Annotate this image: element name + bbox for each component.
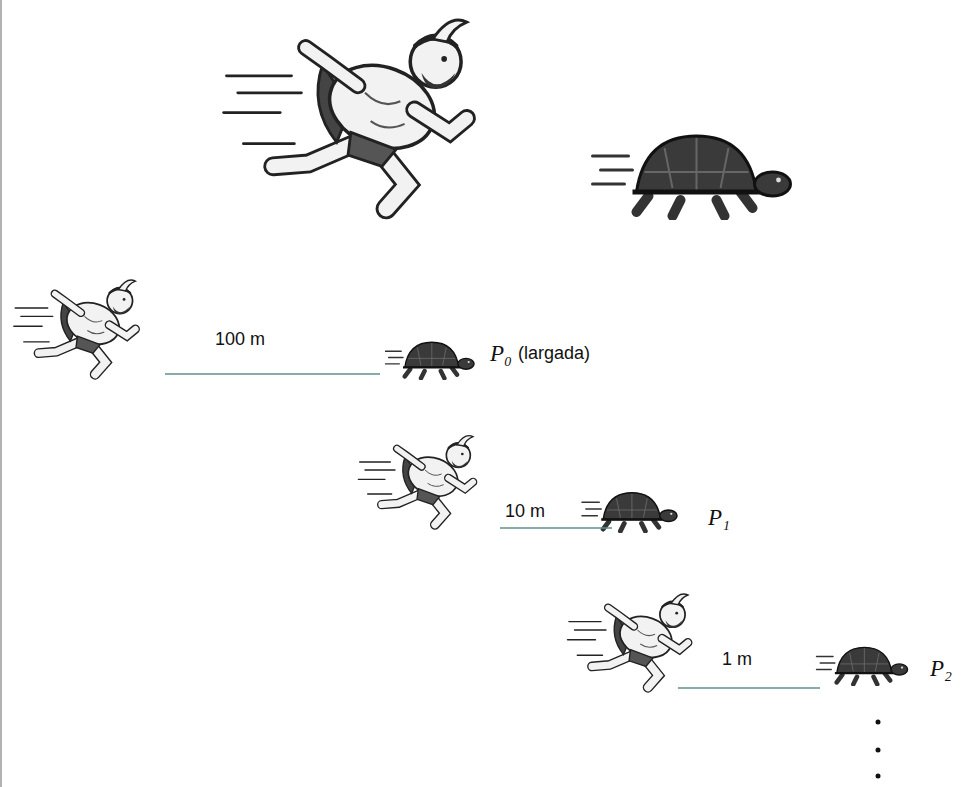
point-label: P₀ bbox=[490, 341, 512, 366]
distance-line bbox=[165, 373, 380, 374]
tortoise bbox=[593, 136, 791, 216]
achilles bbox=[14, 280, 136, 374]
distance-label: 100 m bbox=[215, 330, 265, 350]
achilles bbox=[224, 20, 467, 209]
tortoise bbox=[817, 647, 908, 684]
distance-label: 1 m bbox=[722, 650, 752, 670]
frame-line bbox=[0, 0, 2, 787]
distance-label: 10 m bbox=[505, 502, 545, 522]
continuation-dot bbox=[876, 748, 881, 753]
point-label: P₁ bbox=[708, 505, 730, 530]
distance-line bbox=[500, 527, 612, 528]
achilles bbox=[358, 436, 473, 525]
continuation-dot bbox=[876, 720, 881, 725]
tortoise bbox=[582, 493, 677, 531]
distance-line bbox=[678, 687, 820, 688]
achilles bbox=[568, 594, 688, 687]
start-note: (largada) bbox=[518, 344, 590, 364]
continuation-dot bbox=[876, 774, 881, 779]
point-label: P₂ bbox=[930, 656, 952, 681]
tortoise bbox=[385, 342, 474, 378]
